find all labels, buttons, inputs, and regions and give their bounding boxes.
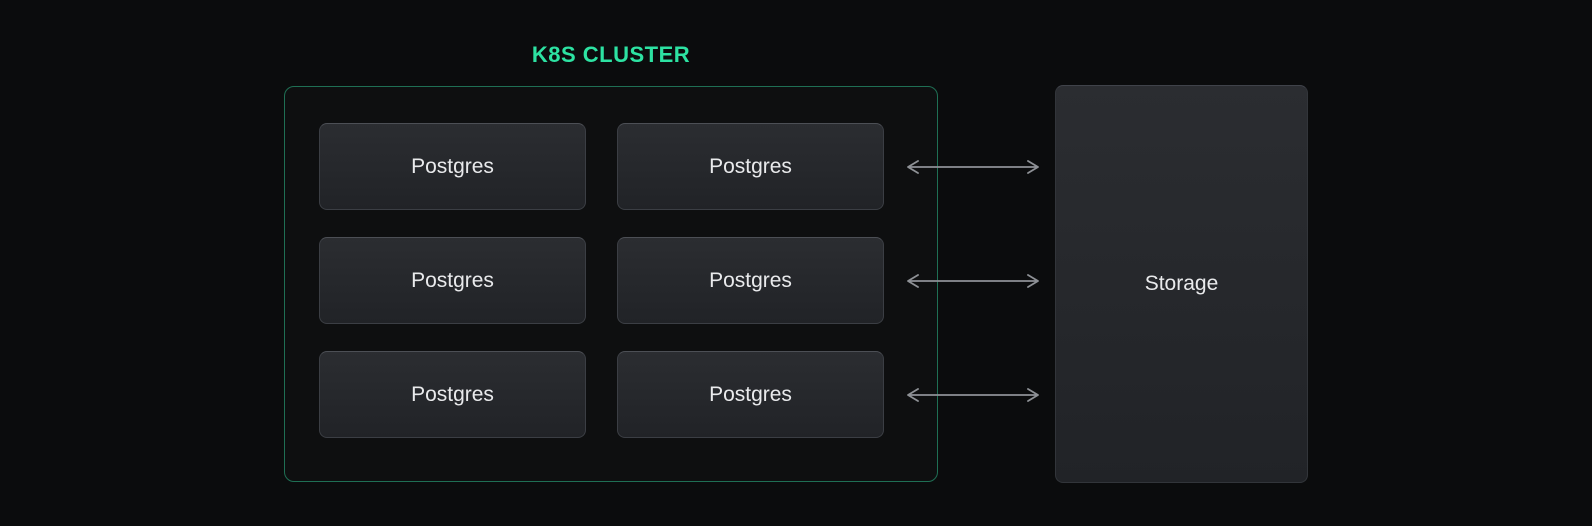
storage-connection-arrow	[903, 157, 1043, 177]
postgres-node-label: Postgres	[411, 268, 494, 292]
double-arrow-icon	[907, 160, 1039, 174]
storage-connection-arrow	[903, 385, 1043, 405]
double-arrow-icon	[907, 274, 1039, 288]
postgres-node-label: Postgres	[709, 268, 792, 292]
postgres-node-label: Postgres	[411, 154, 494, 178]
postgres-node: Postgres	[319, 351, 586, 438]
postgres-node: Postgres	[319, 123, 586, 210]
storage-label: Storage	[1144, 272, 1219, 295]
storage-box: Storage	[1055, 85, 1308, 483]
k8s-cluster-container: Postgres Postgres Postgres Postgres Post…	[284, 86, 938, 482]
postgres-node: Postgres	[617, 351, 884, 438]
postgres-node-label: Postgres	[709, 382, 792, 406]
postgres-node: Postgres	[617, 123, 884, 210]
double-arrow-icon	[907, 388, 1039, 402]
postgres-node-label: Postgres	[411, 382, 494, 406]
cluster-title: K8S CLUSTER	[531, 42, 691, 67]
postgres-node: Postgres	[319, 237, 586, 324]
storage-connection-arrow	[903, 271, 1043, 291]
postgres-node: Postgres	[617, 237, 884, 324]
postgres-node-label: Postgres	[709, 154, 792, 178]
